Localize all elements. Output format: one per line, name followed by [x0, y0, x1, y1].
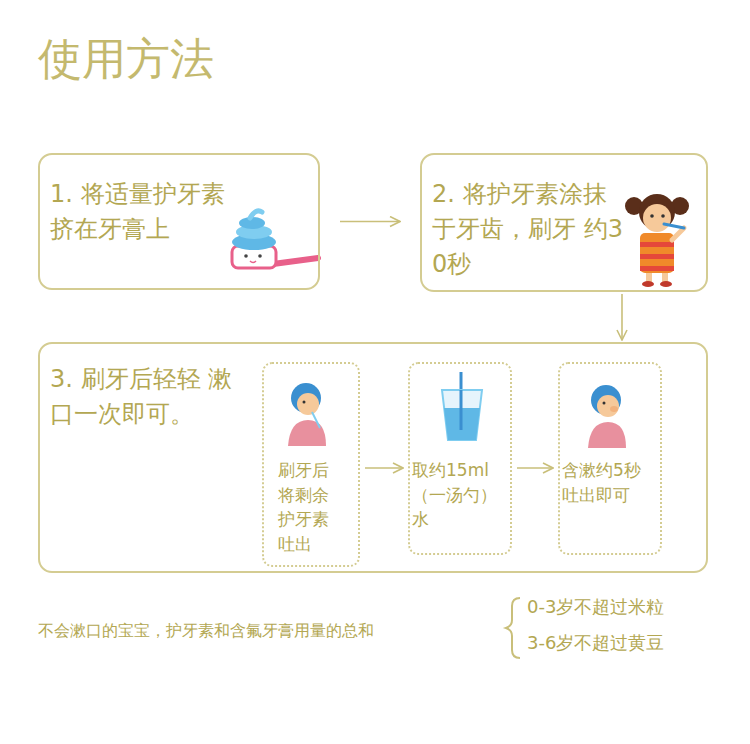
girl-illustration	[625, 194, 689, 287]
sub-step-box: 刷牙后 将剩余 护牙素 吐出	[262, 362, 360, 567]
title: 使用方法	[38, 30, 214, 89]
step-box: 3. 刷牙后轻轻 漱口一次即可。刷牙后 将剩余 护牙素 吐出取约15ml （一汤…	[38, 342, 708, 573]
flow-arrow	[365, 467, 403, 469]
woman-rinsing-illustration	[588, 385, 626, 448]
age-note: 0-3岁不超过米粒	[527, 595, 664, 619]
glass-illustration	[442, 372, 482, 440]
sub-step-box: 含漱约5秒 吐出即可	[558, 362, 662, 555]
step-box: 2. 将护牙素涂抹 于牙齿，刷牙 约30秒	[420, 153, 708, 292]
brace	[506, 598, 520, 658]
step-text: 刷牙后 将剩余 护牙素 吐出	[278, 458, 350, 557]
sub-step-box: 取约15ml （一汤勺） 水	[408, 362, 512, 555]
step-box: 1. 将适量护牙素 挤在牙膏上	[38, 153, 320, 290]
step-text: 取约15ml （一汤勺） 水	[412, 458, 510, 532]
toothbrush-illustration	[232, 211, 318, 268]
note: 不会漱口的宝宝，护牙素和含氟牙膏用量的总和	[38, 621, 374, 642]
step-text: 2. 将护牙素涂抹 于牙齿，刷牙 约30秒	[432, 177, 632, 281]
step-text: 1. 将适量护牙素 挤在牙膏上	[50, 177, 240, 247]
woman-spitting-illustration	[288, 383, 326, 446]
step-text: 含漱约5秒 吐出即可	[562, 458, 660, 507]
flow-arrow	[517, 467, 553, 469]
age-note: 3-6岁不超过黄豆	[527, 631, 664, 655]
flow-arrow	[621, 294, 623, 340]
step-text: 3. 刷牙后轻轻 漱口一次即可。	[50, 362, 245, 432]
flow-arrow	[340, 221, 400, 223]
